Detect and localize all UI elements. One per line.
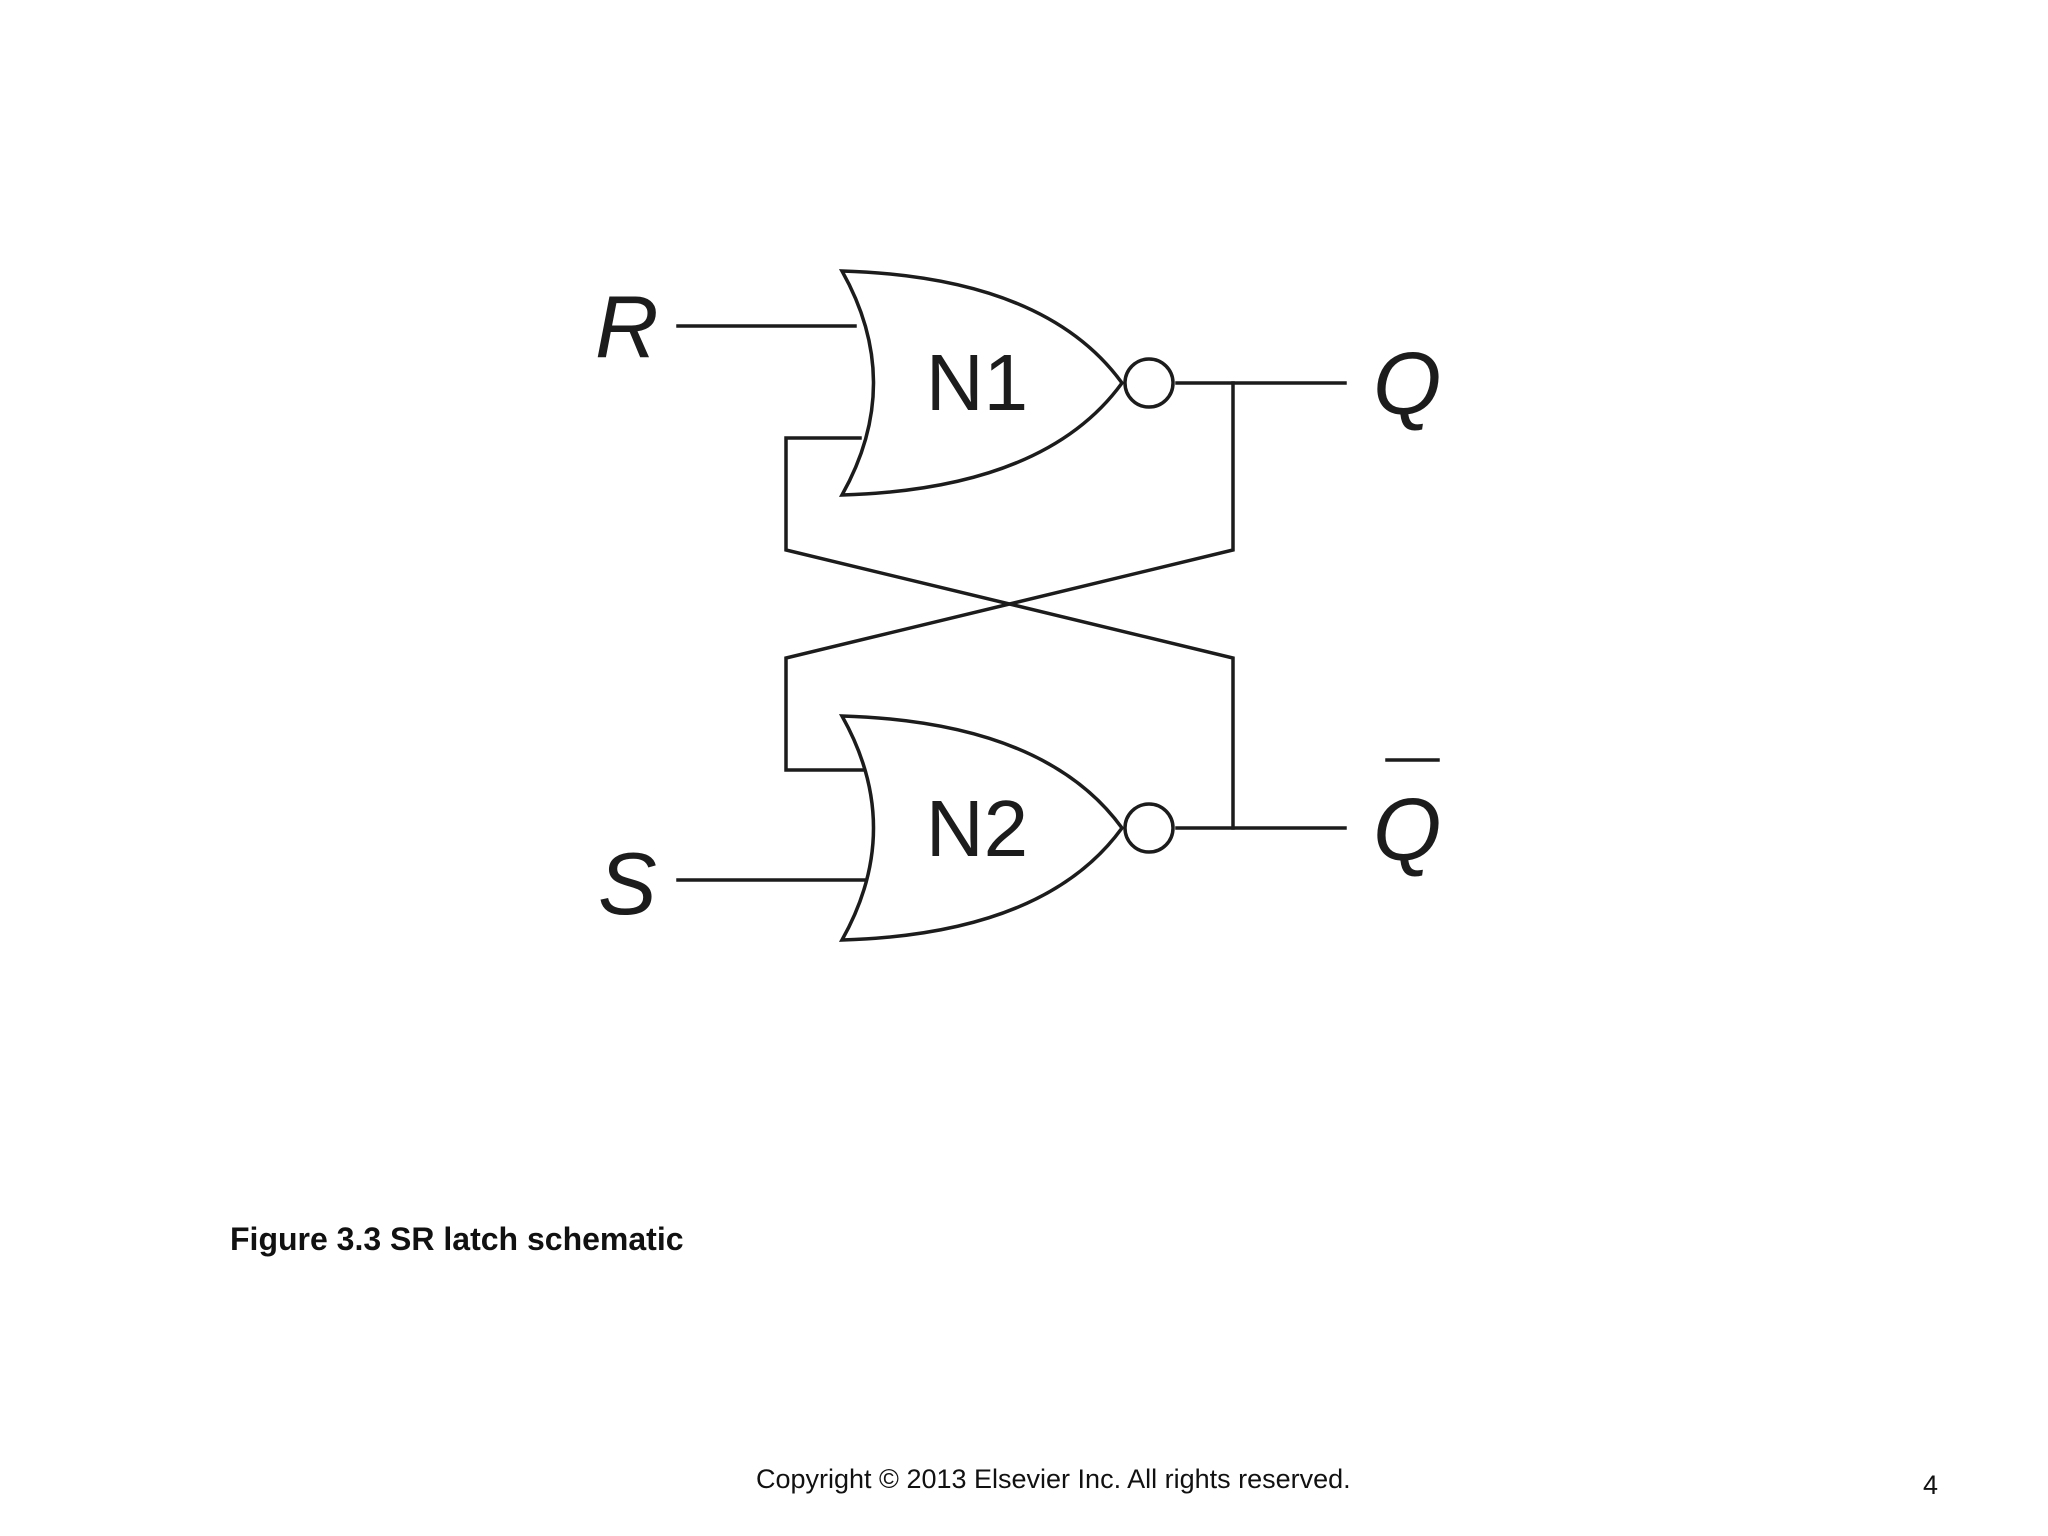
n2-inverter-bubble bbox=[1123, 802, 1175, 854]
copyright-notice: Copyright © 2013 Elsevier Inc. All right… bbox=[756, 1464, 1351, 1494]
nor-gate-n1 bbox=[838, 269, 1125, 497]
gate-label-n1: N1 bbox=[926, 338, 1028, 427]
n1-feedback-input-wire bbox=[784, 436, 1235, 830]
q-output-label: Q bbox=[1373, 334, 1441, 433]
n2-feedback-input-wire bbox=[784, 381, 1235, 772]
figure-caption: Figure 3.3 SR latch schematic bbox=[230, 1221, 684, 1257]
page-number: 4 bbox=[1923, 1470, 1939, 1500]
nor-gate-n2 bbox=[838, 714, 1125, 942]
q-bar-output-label: Q bbox=[1373, 780, 1441, 879]
n1-inverter-bubble bbox=[1123, 357, 1175, 409]
s-input-label: S bbox=[598, 834, 657, 933]
gate-label-n2: N2 bbox=[926, 784, 1028, 873]
r-input-label: R bbox=[595, 277, 659, 376]
